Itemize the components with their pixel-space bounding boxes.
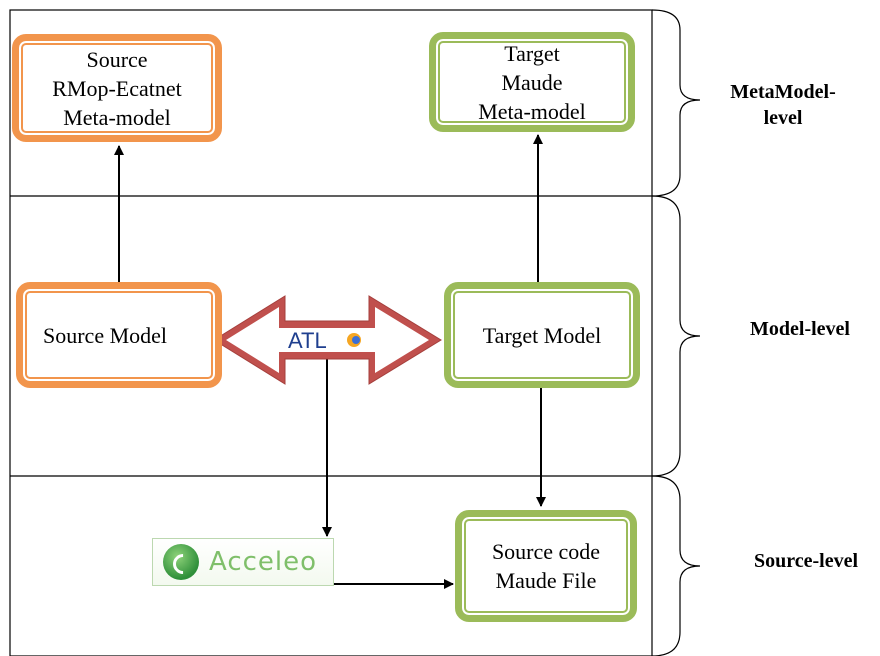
levels-frame xyxy=(9,9,653,656)
atl-double-arrow-inner xyxy=(226,307,429,373)
model-level-text: Model-level xyxy=(750,318,850,340)
metamodel-level-label: MetaModel- level xyxy=(706,79,860,131)
source-code-line-1: Source code xyxy=(491,539,601,564)
source-level-label: Source-level xyxy=(736,548,876,574)
atl-logo-text: ATL xyxy=(288,328,327,353)
source-level-text: Source-level xyxy=(753,550,859,572)
metamodel-level-line-1: MetaModel- xyxy=(730,81,836,103)
atl-logo-dot-inner-icon xyxy=(352,336,360,344)
source-metamodel-box: Source RMop-Ecatnet Meta-model xyxy=(12,34,222,142)
target-metamodel-line-1: Target xyxy=(504,40,560,66)
acceleo-logo-text: Acceleo xyxy=(209,547,318,577)
target-metamodel-box: Target Maude Meta-model xyxy=(429,32,635,132)
source-level-brace xyxy=(651,475,701,656)
source-model-box: Source Model xyxy=(16,282,222,388)
model-level-brace xyxy=(651,195,701,477)
metamodel-level-line-2: level xyxy=(763,107,803,129)
source-metamodel-line-1: Source xyxy=(86,46,148,72)
source-metamodel-line-2: RMop-Ecatnet xyxy=(52,75,182,101)
target-metamodel-line-3: Meta-model xyxy=(478,98,586,124)
acceleo-logo: Acceleo xyxy=(152,538,334,586)
acceleo-logo-icon xyxy=(163,544,199,580)
source-metamodel-line-3: Meta-model xyxy=(63,104,171,130)
source-code-box: Source code Maude File xyxy=(455,510,637,622)
source-model-label: Source Model xyxy=(43,322,168,348)
target-model-label: Target Model xyxy=(482,322,602,348)
metamodel-level-brace xyxy=(651,9,701,197)
target-metamodel-line-2: Maude xyxy=(501,69,563,95)
model-level-label: Model-level xyxy=(730,316,870,342)
source-code-line-2: Maude File xyxy=(495,568,597,593)
target-model-box: Target Model xyxy=(444,282,640,388)
